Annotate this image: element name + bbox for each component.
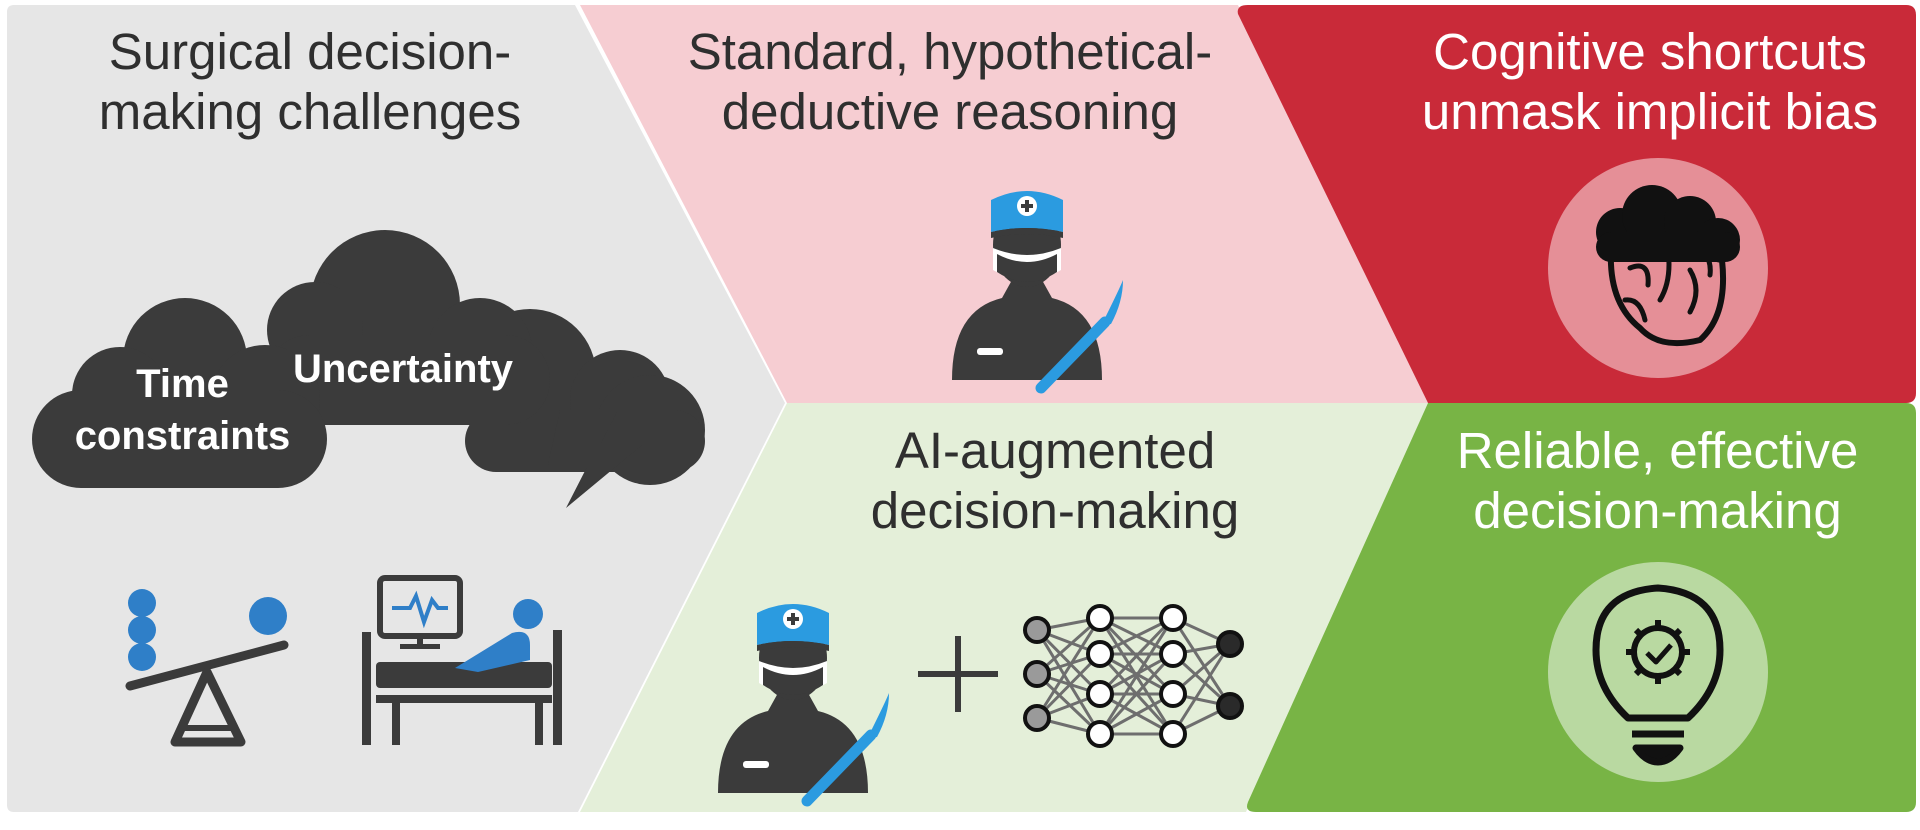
- challenges-title: Surgical decision- making challenges: [40, 22, 580, 142]
- nn-node: [1023, 660, 1051, 688]
- nn-edge: [1171, 617, 1232, 707]
- nn-edge: [1098, 652, 1175, 736]
- nn-node: [1023, 616, 1051, 644]
- nn-edge: [1035, 672, 1102, 736]
- standard-title-line2: deductive reasoning: [721, 83, 1179, 141]
- nn-edge: [1171, 643, 1232, 735]
- nn-node: [1086, 720, 1114, 748]
- nn-node: [1216, 692, 1244, 720]
- nn-edge: [1036, 616, 1101, 676]
- cloud-label-time-line1: Time: [136, 362, 229, 406]
- challenges-title-line1: Surgical decision-: [108, 23, 512, 80]
- plus-icon: [918, 636, 998, 712]
- nn-edge: [1098, 617, 1175, 735]
- bias-title-line1: Cognitive shortcuts: [1433, 23, 1867, 80]
- nn-edge: [1035, 628, 1102, 696]
- cloud-label-time: Time constraints: [40, 358, 325, 462]
- nn-node: [1159, 680, 1187, 708]
- nn-node: [1159, 604, 1187, 632]
- nn-node: [1159, 720, 1187, 748]
- standard-title-line1: Standard, hypothetical-: [687, 23, 1213, 80]
- nn-edge: [1035, 629, 1102, 735]
- challenges-title-line2: making challenges: [98, 83, 522, 141]
- ai-title-line2: decision-making: [870, 482, 1240, 540]
- standard-title: Standard, hypothetical- deductive reason…: [640, 22, 1260, 142]
- nn-node: [1216, 630, 1244, 658]
- lightning-icon: [548, 410, 642, 508]
- reliable-title-line2: decision-making: [1473, 482, 1842, 540]
- nn-node: [1086, 680, 1114, 708]
- nn-node: [1086, 640, 1114, 668]
- nn-edge: [1098, 616, 1175, 696]
- cloud-label-uncertainty: Uncertainty: [292, 347, 514, 391]
- neural-network-icon: [1023, 604, 1244, 748]
- clouded-brain-icon: [1596, 185, 1740, 347]
- nn-node: [1023, 704, 1051, 732]
- nn-node: [1086, 604, 1114, 632]
- nn-edge: [1035, 617, 1102, 719]
- hospital-bed-monitor-icon: [362, 575, 562, 745]
- bias-title-line2: unmask implicit bias: [1421, 83, 1879, 141]
- ai-title: AI-augmented decision-making: [780, 421, 1330, 541]
- nn-edge: [1035, 652, 1102, 720]
- reliable-title: Reliable, effective decision-making: [1380, 421, 1920, 541]
- ai-title-line1: AI-augmented: [894, 422, 1216, 479]
- nn-node: [1159, 640, 1187, 668]
- cloud-label-time-line2: constraints: [74, 414, 291, 458]
- seesaw-balance-icon: [125, 589, 289, 747]
- lightbulb-gear-icon: [1592, 584, 1724, 766]
- bias-title: Cognitive shortcuts unmask implicit bias: [1380, 22, 1920, 142]
- reliable-title-line1: Reliable, effective: [1456, 422, 1859, 479]
